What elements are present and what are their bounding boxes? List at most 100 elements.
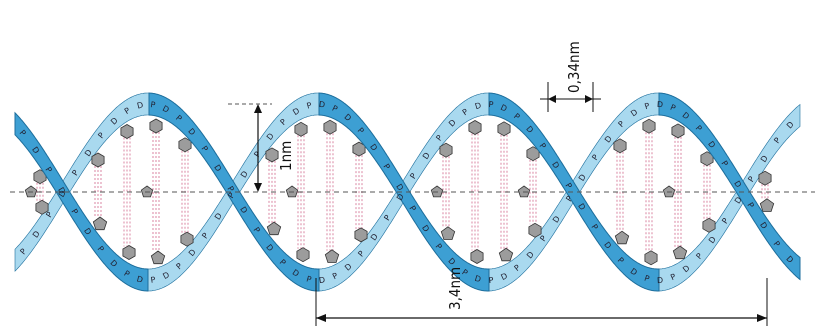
strand-2-ribbon-segment-0 [14, 111, 149, 292]
strand-1-backbone-letter: D [161, 104, 171, 115]
strand-2-backbone-letter: D [551, 214, 562, 224]
strand-1-backbone-letter: P [563, 181, 573, 190]
strand-1-backbone-letter: D [759, 154, 770, 164]
base-ring-icon [92, 216, 108, 231]
base-ring-icon [440, 226, 456, 240]
strand-1-backbone-letter: D [343, 262, 354, 273]
strand-1-backbone-letter: P [331, 271, 340, 281]
base-ring-icon [528, 222, 542, 238]
strand-2-backbone-letter: P [407, 204, 417, 213]
base-ring-icon [180, 231, 194, 247]
strand-1-backbone-letter: P [772, 136, 782, 145]
strand-1-backbone-letter: D [264, 243, 275, 253]
base-ring-icon [672, 245, 688, 260]
strand-2-ribbon-segment-4 [658, 92, 801, 281]
sugar-ring-icon [430, 185, 444, 198]
base-ring-icon [702, 217, 716, 233]
base-ring-icon [324, 249, 340, 263]
base-pair-spacing-dimension: 0,34nm [540, 41, 601, 112]
strand-2-backbone-letter: D [368, 142, 379, 152]
strand-2-backbone-letter: P [488, 276, 494, 285]
strand-1-backbone-letter: P [538, 141, 548, 150]
strand-2-backbone-letter: P [43, 165, 53, 174]
strand-2-backbone-letter: D [213, 211, 224, 221]
strand-2-backbone-letter: P [669, 103, 677, 113]
strand-1-backbone-letter: D [733, 195, 744, 205]
strand-1-backbone-letter: P [225, 185, 235, 194]
helix-turn-dimension: 3,4nm [315, 267, 768, 326]
base-ring-icon [150, 250, 166, 265]
sugar-ring-icon [517, 185, 531, 198]
strand-1-backbone-letter: P [356, 249, 366, 259]
base-ring-icon [266, 221, 282, 236]
base-ring-icon [759, 198, 775, 212]
strand-2-backbone-letter: D [420, 224, 431, 234]
strand-1-backbone-letter: D [474, 101, 482, 111]
strand-2-backbone-letter: D [629, 107, 639, 118]
strand-2-backbone-letter: P [200, 231, 210, 240]
sugar-ring-icon [662, 185, 676, 198]
strand-1-backbone-letter: D [395, 192, 406, 202]
strand-2-backbone-letter: D [732, 179, 743, 189]
strand-1-backbone-letter: D [109, 116, 120, 127]
strand-1-backbone-letter: D [212, 163, 223, 173]
strand-1-backbone-letter: P [200, 144, 210, 153]
strand-2-backbone-letter: D [318, 100, 325, 110]
base-ring-icon [497, 121, 511, 137]
strand-1-backbone-letter: P [720, 216, 730, 225]
base-ring-icon [296, 247, 310, 263]
strand-1-backbone-letter: D [785, 120, 796, 131]
strand-2-backbone-letter: D [30, 145, 41, 155]
strand-2-backbone-letter: P [643, 101, 651, 111]
strand-1-backbone-letter: P [616, 256, 626, 266]
base-ring-icon [294, 121, 308, 137]
strand-1-backbone-letter: D [57, 189, 68, 199]
strand-2-backbone-letter: P [122, 269, 131, 279]
strand-1-backbone-letter: P [70, 168, 80, 177]
strand-2-backbone-letter: D [108, 258, 119, 269]
strand-1-backbone-letter: D [31, 229, 42, 239]
strand-1-backbone-letter: P [252, 226, 262, 235]
strand-2-backbone-letter: D [291, 106, 301, 117]
strand-2-backbone-letter: P [18, 128, 28, 138]
strand-1-backbone-letter: D [550, 160, 561, 170]
strand-2-backbone-letter: P [150, 275, 156, 285]
strand-2-backbone-letter: P [590, 153, 600, 162]
base-ring-icon [470, 249, 484, 264]
strand-2-backbone-letter: P [96, 244, 106, 254]
strand-2-backbone-letter: P [306, 101, 313, 111]
front-strand-layer [14, 92, 801, 292]
strand-2-backbone-letter: D [82, 226, 93, 236]
strand-1-backbone-letter: D [421, 151, 432, 161]
strand-1-backbone-letter: P [305, 274, 312, 284]
strand-2-backbone-letter: D [603, 134, 614, 144]
base-ring-icon [354, 227, 368, 243]
nitrogenous-bases-layer [24, 118, 775, 266]
strand-1-backbone-letter: P [408, 171, 418, 180]
strand-1-backbone-letter: D [136, 100, 144, 110]
strand-1-backbone-letter: P [150, 100, 156, 110]
base-ring-icon [642, 118, 656, 134]
strand-1-backbone-letter: P [643, 274, 651, 284]
strand-1-backbone-letter: P [488, 100, 494, 109]
strand-2-backbone-letter: D [577, 173, 588, 183]
strand-2-backbone-letter: P [69, 207, 79, 216]
base-ring-icon [613, 138, 627, 154]
strand-1-backbone-letter: D [447, 118, 458, 129]
base-ring-icon [468, 120, 482, 135]
strand-1-backbone-letter: P [694, 251, 704, 261]
strand-1-backbone-letter: D [707, 235, 718, 245]
base-ring-icon [149, 118, 163, 134]
strand-1-backbone-letter: P [174, 113, 184, 123]
strand-2-backbone-letter: P [356, 126, 366, 136]
base-ring-icon [323, 119, 337, 135]
base-ring-icon [614, 230, 630, 245]
base-ring-icon [265, 147, 279, 163]
strand-2-backbone-letter: P [719, 159, 729, 168]
base-ring-icon [439, 142, 453, 158]
strand-1-ribbon-segment-4 [658, 103, 801, 292]
strand-1-backbone-letter: P [512, 112, 522, 122]
strand-1-backbone-letter: P [123, 106, 132, 116]
